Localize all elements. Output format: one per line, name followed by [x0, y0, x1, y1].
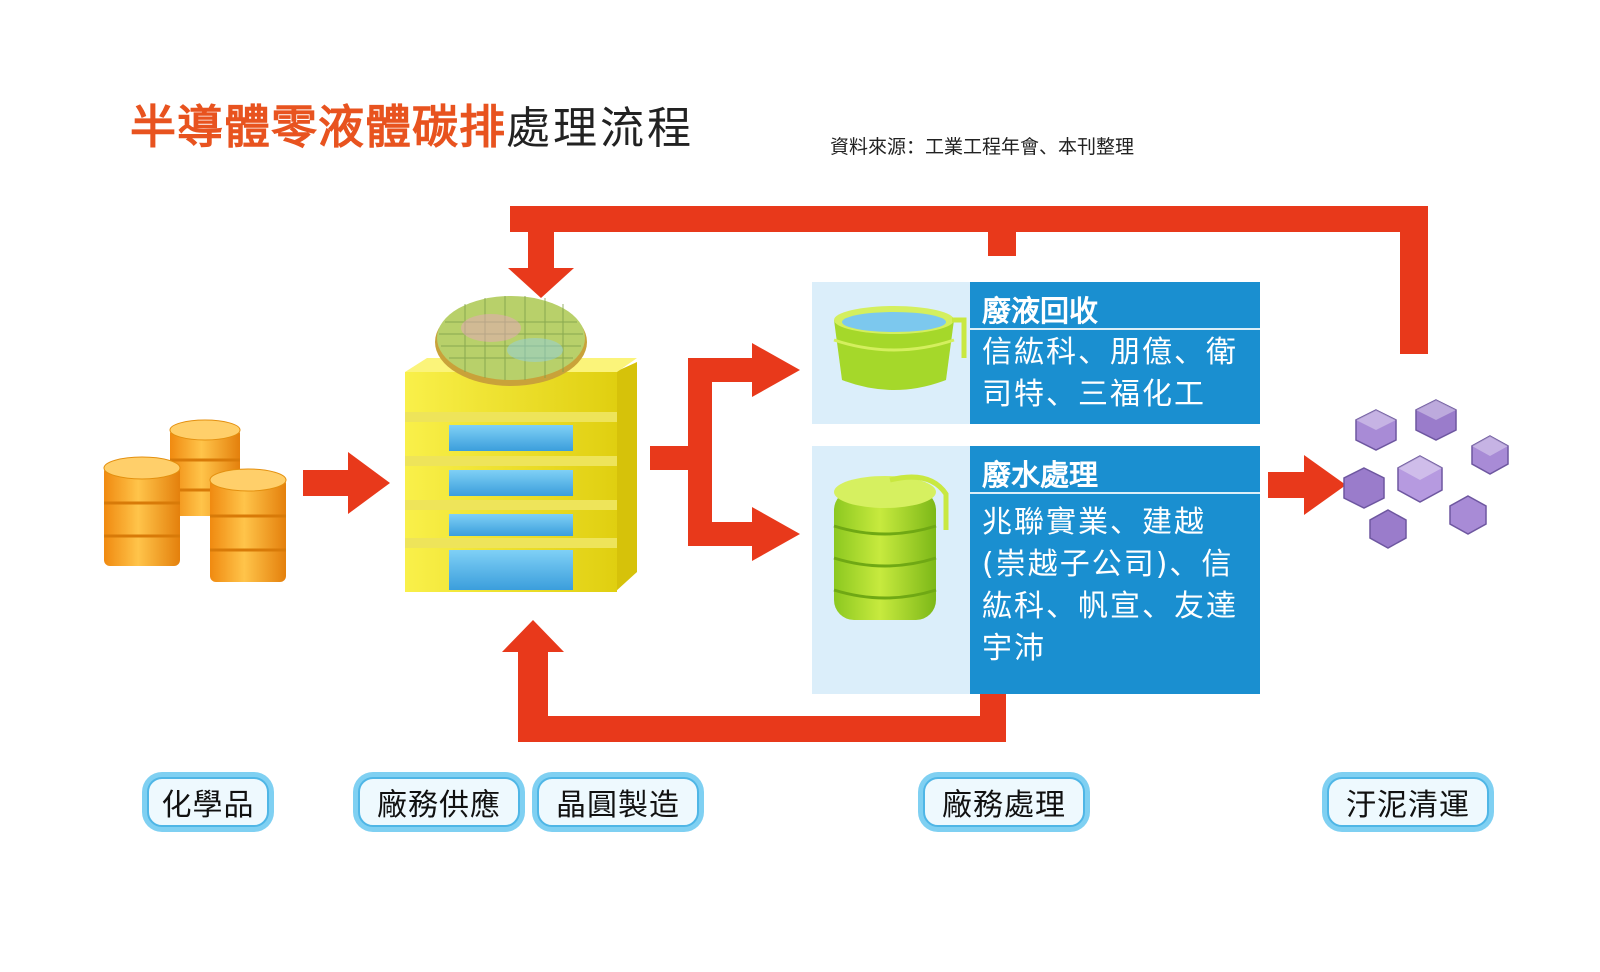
arrow-factory-to-panels	[650, 343, 800, 561]
arrow-chemicals-to-factory	[303, 452, 390, 514]
stage-chemicals: 化學品	[142, 772, 274, 832]
treatment-vendors: 兆聯實業、建越 (崇越子公司)、信 紘科、帆宣、友達 宇沛	[982, 502, 1238, 670]
stage-label: 晶圓製造	[537, 777, 699, 827]
recycle-vendor-line: 信紘科、朋億、衛	[982, 335, 1238, 370]
stage-sludge-removal: 汙泥清運	[1322, 772, 1494, 832]
arrow-panels-to-sludge	[1268, 455, 1346, 515]
stage-facility-supply: 廠務供應	[353, 772, 525, 832]
wafer-icon	[435, 296, 587, 386]
treatment-divider	[970, 492, 1260, 494]
tank-icon	[833, 474, 949, 620]
source-note: 資料來源：工業工程年會、本刊整理	[830, 136, 1135, 158]
recycle-divider	[970, 328, 1260, 330]
stage-wafer-fab: 晶圓製造	[532, 772, 704, 832]
treatment-vendor-line: 宇沛	[982, 631, 1046, 666]
stage-label: 廠務處理	[923, 777, 1085, 827]
treatment-vendor-line: 兆聯實業、建越	[982, 505, 1206, 540]
recycle-panel: 廢液回收 信紘科、朋億、衛 司特、三福化工	[970, 282, 1260, 424]
treatment-heading: 廢水處理	[982, 458, 1099, 492]
stage-label: 化學品	[147, 777, 269, 827]
title-bold: 半導體零液體碳排	[130, 100, 506, 154]
recycle-heading: 廢液回收	[982, 294, 1099, 328]
recycle-vendors: 信紘科、朋億、衛 司特、三福化工	[982, 332, 1238, 416]
barrels-icon	[103, 419, 287, 582]
stage-label: 汙泥清運	[1327, 777, 1489, 827]
treatment-panel: 廢水處理 兆聯實業、建越 (崇越子公司)、信 紘科、帆宣、友達 宇沛	[970, 446, 1260, 694]
arrow-top-return	[508, 206, 1428, 354]
sludge-icon	[1343, 399, 1509, 549]
title-light: 處理流程	[506, 103, 694, 154]
factory-icon	[405, 296, 637, 592]
diagram-title: 半導體零液體碳排處理流程	[130, 104, 694, 151]
treatment-vendor-line: (崇越子公司)、信	[982, 547, 1234, 582]
stage-label: 廠務供應	[358, 777, 520, 827]
recycle-vendor-line: 司特、三福化工	[982, 377, 1206, 412]
arrow-bottom-return	[502, 620, 1006, 742]
treatment-vendor-line: 紘科、帆宣、友達	[982, 589, 1238, 624]
container-icon	[833, 306, 967, 390]
stage-facility-treatment: 廠務處理	[918, 772, 1090, 832]
